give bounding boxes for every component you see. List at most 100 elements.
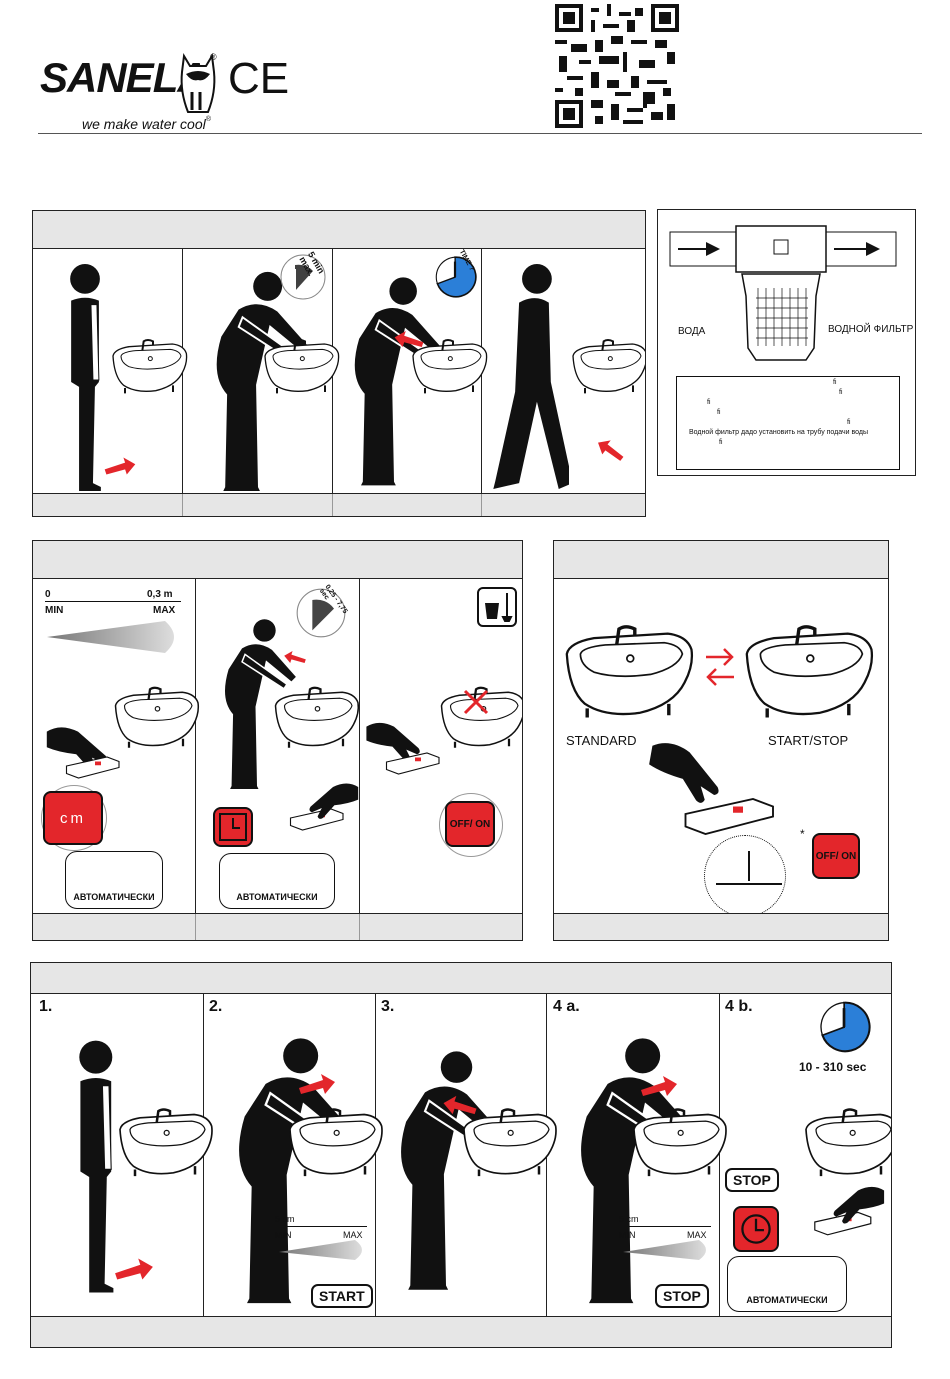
- raccoon-mascot-icon: [180, 53, 216, 113]
- ce-mark: CE: [228, 54, 290, 103]
- cm-indicator: cm: [43, 791, 103, 845]
- filter-panel: ВОДА ВОДНОЙ ФИЛЬТР ﬁ ﬁ ﬁ ﬁ ﬁ Водной филь…: [657, 209, 916, 476]
- range-bar: [275, 1226, 367, 1227]
- cm-label: cm: [60, 809, 86, 827]
- sensor-beam-icon: [623, 1240, 706, 1260]
- approach-arrow-icon: [639, 1074, 679, 1098]
- panel3-body: STANDARD START/STOP * OFF/ ON: [553, 578, 889, 914]
- mode-start-stop-label: START/STOP: [768, 733, 849, 748]
- cross-icon: [463, 689, 489, 715]
- range-max: MAX: [153, 605, 176, 616]
- qr-code[interactable]: [555, 4, 679, 128]
- sensor-beam-icon: [47, 621, 174, 653]
- timer-icon: [296, 588, 346, 638]
- range-start: 0: [45, 589, 51, 600]
- basin-icon: [261, 327, 341, 405]
- slogan: we make water cool®: [82, 116, 211, 132]
- filter-note-line: ﬁ: [717, 409, 721, 416]
- filter-note-last: ﬁ: [719, 439, 723, 446]
- filter-note-line: ﬁ: [847, 419, 851, 426]
- panel4-header: [30, 962, 892, 994]
- press-arrow: [748, 851, 750, 881]
- filter-note-line: ﬁ: [707, 399, 711, 406]
- clock-icon: [219, 813, 247, 841]
- clock-icon: [741, 1214, 771, 1244]
- basin-icon: [801, 1094, 892, 1190]
- stop-button[interactable]: STOP: [655, 1284, 709, 1308]
- approach-arrow-icon: [103, 455, 137, 477]
- auto-label: АВТОМАТИЧЕСКИ: [73, 892, 155, 902]
- sensor-beam-icon: [279, 1240, 362, 1260]
- clock-indicator: [733, 1206, 779, 1252]
- approach-arrow-icon: [113, 1256, 155, 1282]
- filter-label-filter: ВОДНОЙ ФИЛЬТР: [828, 324, 914, 335]
- off-on-label: OFF/ ON: [449, 818, 491, 830]
- range-max: MAX: [687, 1230, 707, 1240]
- range-label: 5 cm: [619, 1214, 639, 1224]
- auto-box-2: АВТОМАТИЧЕСКИ: [219, 853, 335, 909]
- basin-icon: [629, 1094, 729, 1190]
- withdraw-arrow-icon: [441, 1094, 479, 1116]
- hand-icon: [829, 1182, 887, 1228]
- mode-standard-label: STANDARD: [566, 733, 637, 748]
- filter-label-water: ВОДА: [678, 326, 706, 337]
- off-on-indicator: OFF/ ON: [445, 801, 495, 847]
- hand-icon: [305, 779, 361, 823]
- filter-note-line: ﬁ: [839, 389, 843, 396]
- auto-label: АВТОМАТИЧЕСКИ: [746, 1295, 828, 1305]
- registered-mark: ®: [210, 52, 217, 62]
- panel2-body: 0 0,3 m MIN MAX cm АВТОМАТИЧЕСКИ 0,25 - …: [32, 578, 523, 914]
- timer-5min-icon: [280, 254, 326, 300]
- auto-box-1: АВТОМАТИЧЕСКИ: [65, 851, 163, 909]
- basin-icon: [115, 1094, 215, 1190]
- start-button[interactable]: START: [311, 1284, 373, 1308]
- approach-arrow-icon: [297, 1072, 337, 1096]
- step-number: 4 a.: [553, 998, 580, 1015]
- auto-label: АВТОМАТИЧЕСКИ: [236, 892, 318, 902]
- range-min: MIN: [275, 1230, 292, 1240]
- range-max: MAX: [343, 1230, 363, 1240]
- step-number: 4 b.: [725, 998, 753, 1015]
- panel1-footer: [32, 493, 646, 517]
- mode-switch-arrows-icon: [706, 648, 734, 686]
- auto-box: АВТОМАТИЧЕСКИ: [727, 1256, 847, 1312]
- withdraw-arrow-icon: [283, 649, 307, 665]
- basin-start-stop-icon: [740, 619, 876, 723]
- range-bar: [619, 1226, 711, 1227]
- brand-logo: SANELA ®: [38, 52, 218, 114]
- basin-icon: [271, 675, 361, 759]
- basin-icon: [569, 327, 646, 405]
- press-line: [716, 883, 782, 885]
- brand-name: SANELA: [40, 54, 208, 101]
- range-end: 0,3 m: [147, 589, 173, 600]
- panel1-body: 5 min max. TIME ?: [32, 248, 646, 494]
- panel3-header: [553, 540, 889, 579]
- asterisk: *: [800, 827, 805, 841]
- basin-icon: [285, 1094, 385, 1190]
- step-number: 1.: [39, 998, 53, 1015]
- panel2-footer: [32, 913, 523, 941]
- stop-button[interactable]: STOP: [725, 1168, 779, 1192]
- sensor-icon: [381, 747, 443, 777]
- leave-arrow-icon: [593, 434, 630, 464]
- stopwatch-icon: [817, 1000, 871, 1054]
- slogan-mark: ®: [205, 116, 211, 123]
- basin-standard-icon: [560, 619, 696, 723]
- range-min: MIN: [619, 1230, 636, 1240]
- range-bar: [45, 601, 181, 602]
- basin-icon: [109, 327, 189, 405]
- panel1-header: [32, 210, 646, 249]
- time-range-label: 10 - 310 sec: [799, 1060, 867, 1074]
- filter-note-box: ﬁ ﬁ ﬁ ﬁ ﬁ Водной фильтр дадо установить …: [676, 376, 900, 470]
- person-walking-icon: [493, 263, 569, 490]
- water-filter-icon: [669, 225, 897, 361]
- slogan-text: we make water cool: [82, 116, 206, 132]
- panel2-header: [32, 540, 523, 579]
- panel4-footer: [30, 1316, 892, 1348]
- off-on-label: OFF/ ON: [815, 850, 857, 862]
- clock-indicator: [213, 807, 253, 847]
- panel3-footer: [553, 913, 889, 941]
- step-number: 2.: [209, 998, 223, 1015]
- basin-icon: [111, 675, 201, 759]
- sensor-icon: [61, 751, 123, 781]
